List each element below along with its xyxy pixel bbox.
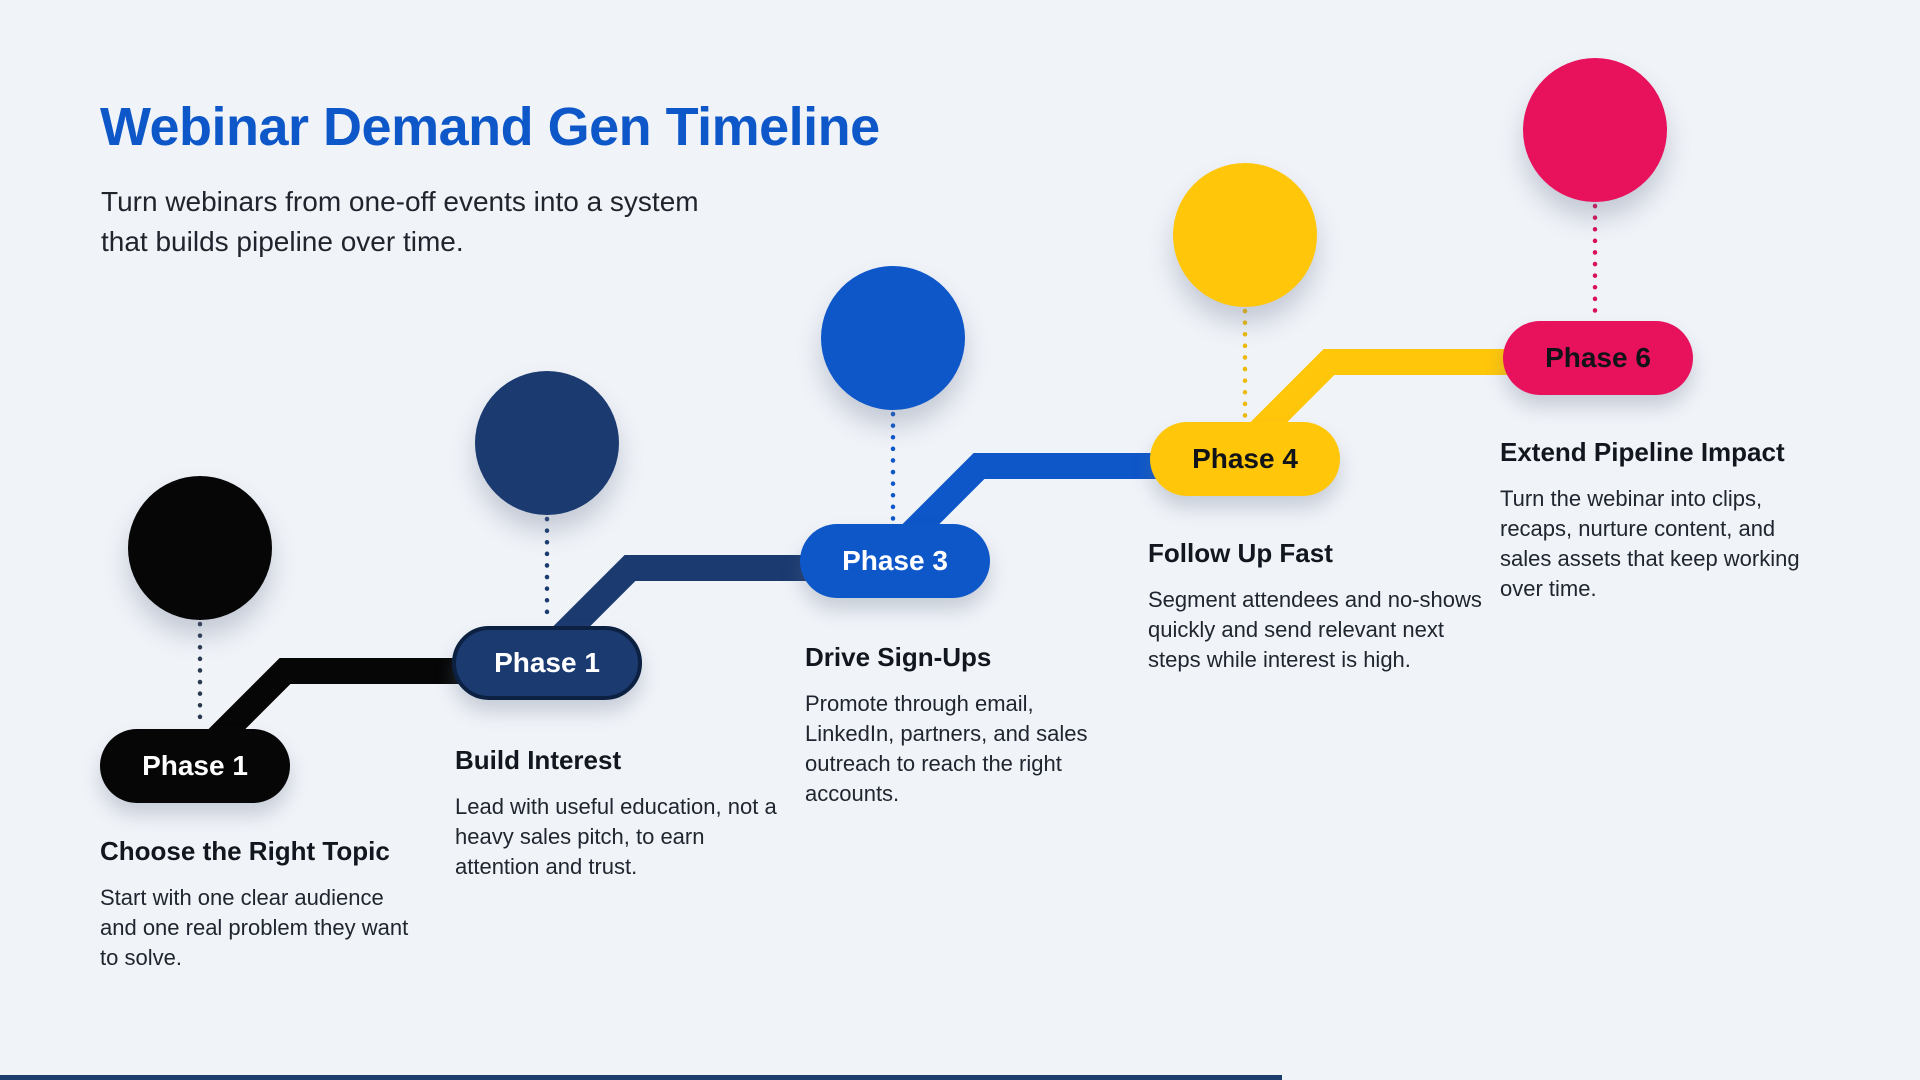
connector-phase3-phase4 [895,453,1164,550]
phase2-heading: Build Interest [455,745,622,775]
phase3-description: Promote through email, LinkedIn, partner… [805,691,1088,806]
phase4-textblock: Follow Up Fast Segment attendees and no-… [1148,538,1488,675]
phase3-textblock: Drive Sign-Ups Promote through email, Li… [805,642,1095,809]
phase4-heading: Follow Up Fast [1148,538,1333,568]
phase1-textblock: Choose the Right Topic Start with one cl… [100,836,420,973]
phase1-pill: Phase 1 [100,729,290,803]
connector-phase4-phase5 [1243,349,1517,448]
phase2-textblock: Build Interest Lead with useful educatio… [455,745,785,882]
connector-phase1-phase2 [198,658,466,758]
page-subtitle: Turn webinars from one-off events into a… [101,182,699,262]
phase1-circle [128,476,272,620]
page-subtitle-line-2: that builds pipeline over time. [101,226,464,257]
phase5-pill-label: Phase 6 [1545,342,1651,373]
phase1-description: Start with one clear audience and one re… [100,885,409,970]
phase3-circle [821,266,965,410]
phase5-pill: Phase 6 [1503,321,1693,395]
phase5-circle [1523,58,1667,202]
phase5-heading: Extend Pipeline Impact [1500,437,1785,467]
phase3-heading: Drive Sign-Ups [805,642,992,672]
phase3-pill-label: Phase 3 [842,545,948,576]
phase4-pill-label: Phase 4 [1192,443,1298,474]
phase1-heading: Choose the Right Topic [100,836,390,866]
phase5-description: Turn the webinar into clips, recaps, nur… [1500,486,1800,601]
phase4-pill: Phase 4 [1150,422,1340,496]
bottom-accent-bar [0,1075,1282,1080]
phase5-textblock: Extend Pipeline Impact Turn the webinar … [1500,437,1810,604]
page-subtitle-line-1: Turn webinars from one-off events into a… [101,186,699,217]
connector-phase2-phase3 [543,555,812,655]
phase2-pill: Phase 1 [452,626,642,700]
phase4-description: Segment attendees and no-shows quickly a… [1148,587,1482,672]
phase2-pill-label: Phase 1 [494,647,600,678]
page-title: Webinar Demand Gen Timeline [100,97,880,157]
phase2-circle [475,371,619,515]
phase1-pill-label: Phase 1 [142,750,248,781]
phase4-circle [1173,163,1317,307]
phase2-description: Lead with useful education, not a heavy … [455,794,777,879]
phase3-pill: Phase 3 [800,524,990,598]
